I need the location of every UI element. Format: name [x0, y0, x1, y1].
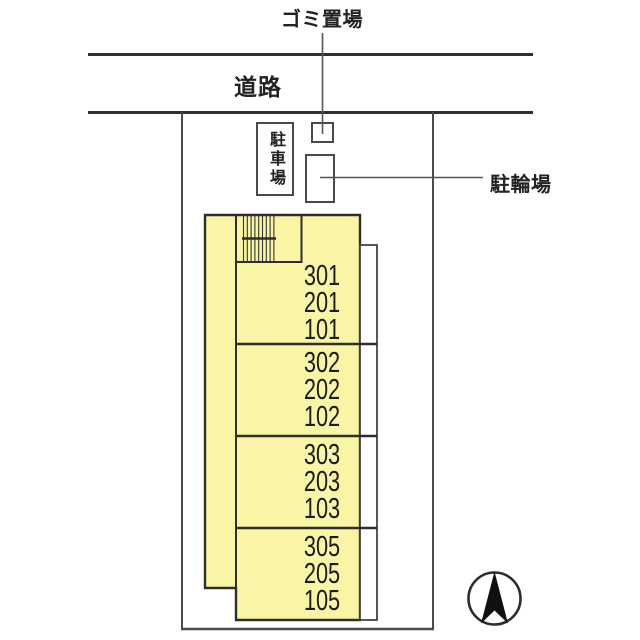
- bicycle-parking-box: [305, 154, 335, 203]
- parking-area-box: [256, 122, 294, 196]
- room-number: 103: [303, 492, 341, 525]
- room-number: 203: [303, 465, 341, 498]
- unit-stack-2: 302 202 102: [285, 344, 360, 436]
- room-number: 305: [303, 530, 341, 563]
- parking-area-label: 駐車場: [267, 130, 284, 188]
- bicycle-parking-label: 駐輪場: [490, 174, 552, 196]
- unit-stack-1: 301 201 101: [285, 259, 360, 346]
- room-number: 202: [303, 373, 341, 406]
- unit-stack-4: 305 205 105: [285, 528, 360, 620]
- garbage-area-label: ゴミ置場: [281, 9, 363, 31]
- balcony-strip: [359, 244, 378, 621]
- room-number: 102: [303, 400, 341, 433]
- unit-stack-3: 303 203 103: [285, 436, 360, 528]
- north-arrow-icon: [467, 571, 522, 626]
- room-number: 303: [303, 438, 341, 471]
- room-number: 105: [303, 584, 341, 617]
- room-number: 201: [303, 286, 341, 319]
- room-number: 302: [303, 346, 341, 379]
- room-number: 101: [303, 313, 341, 346]
- room-number: 301: [303, 259, 341, 292]
- room-number: 205: [303, 557, 341, 590]
- road-label: 道路: [234, 74, 282, 100]
